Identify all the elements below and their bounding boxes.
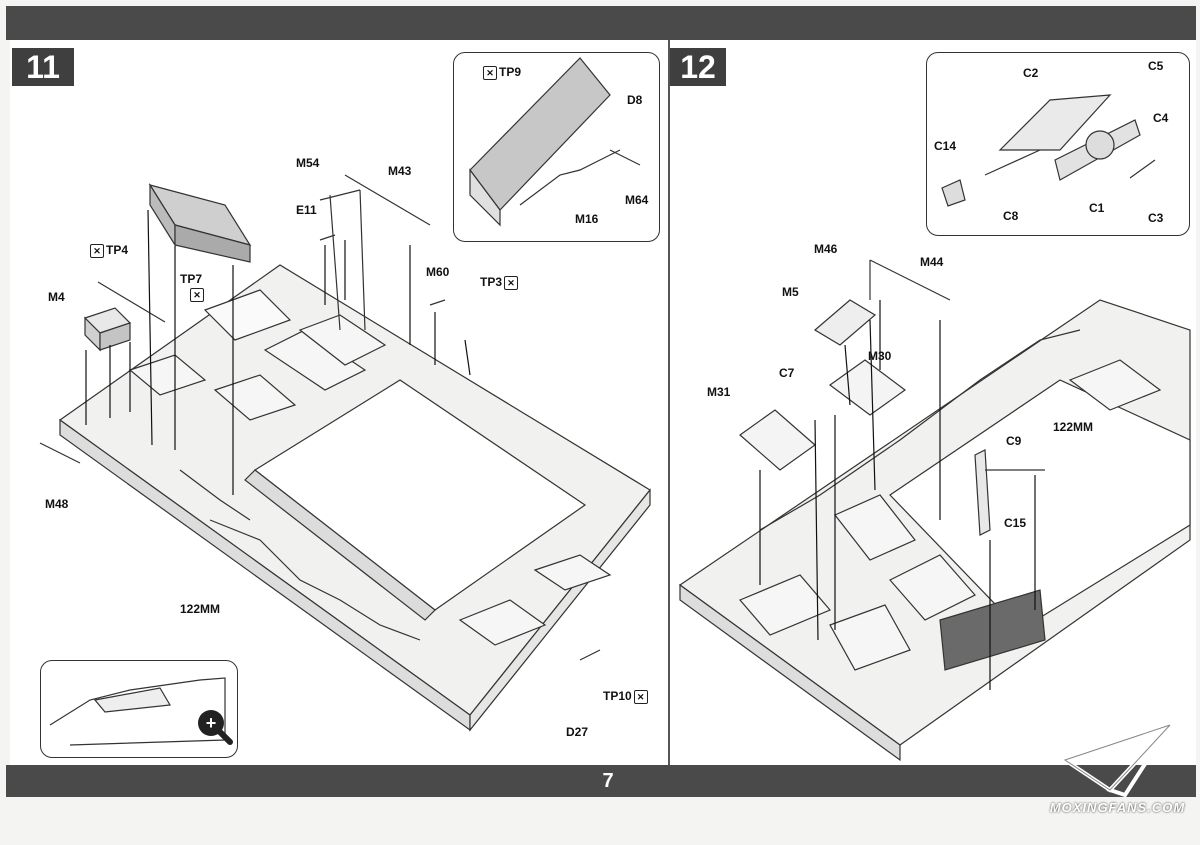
label-m46: M46 <box>814 242 838 256</box>
label-c8: C8 <box>1003 209 1019 223</box>
paper-plane-logo-icon <box>1060 723 1172 798</box>
label-tp10-text: TP10 <box>603 689 632 703</box>
bottom-bar <box>6 765 1196 797</box>
label-m64: M64 <box>625 193 649 207</box>
label-122mm-left: 122MM <box>180 602 221 616</box>
panel-divider <box>668 40 670 765</box>
label-m30: M30 <box>868 349 892 363</box>
label-c1: C1 <box>1089 201 1105 215</box>
label-e11: E11 <box>296 203 317 217</box>
label-tp10: TP10✕ <box>603 689 650 704</box>
label-tp7-heart: ✕ <box>188 287 206 302</box>
label-c15: C15 <box>1004 516 1027 530</box>
label-tp9-text: TP9 <box>499 65 522 79</box>
label-d27: D27 <box>566 725 589 739</box>
label-tp4-text: TP4 <box>106 243 129 257</box>
heart-icon: ✕ <box>483 65 497 80</box>
inset-side-view <box>40 660 238 758</box>
label-tp7: TP7 <box>180 272 203 286</box>
watermark-text: MOXINGFANS.COM <box>1049 800 1186 815</box>
step-number-11: 11 <box>12 48 74 86</box>
page-number: 7 <box>602 770 614 792</box>
label-tp9: ✕TP9 <box>481 65 521 80</box>
label-m48: M48 <box>45 497 69 511</box>
label-c7: C7 <box>779 366 795 380</box>
top-bar <box>6 6 1196 40</box>
label-c2: C2 <box>1023 66 1039 80</box>
label-c14: C14 <box>934 139 957 153</box>
heart-icon: ✕ <box>633 689 648 704</box>
label-c9: C9 <box>1006 434 1022 448</box>
heart-icon: ✕ <box>90 243 104 258</box>
label-m43: M43 <box>388 164 412 178</box>
label-m5: M5 <box>782 285 799 299</box>
magnify-icon: + <box>198 710 233 745</box>
heart-icon: ✕ <box>190 287 204 302</box>
label-m54: M54 <box>296 156 320 170</box>
heart-icon: ✕ <box>504 275 519 290</box>
label-m16: M16 <box>575 212 599 226</box>
label-122mm-right: 122MM <box>1053 420 1094 434</box>
label-c3: C3 <box>1148 211 1164 225</box>
magnify-plus: + <box>206 713 217 733</box>
label-tp4: ✕TP4 <box>88 243 128 258</box>
label-tp3: TP3✕ <box>480 275 520 290</box>
label-m44: M44 <box>920 255 944 269</box>
label-c4: C4 <box>1153 111 1169 125</box>
step-number-12: 12 <box>670 48 726 86</box>
label-m60: M60 <box>426 265 450 279</box>
label-c5: C5 <box>1148 59 1164 73</box>
label-m31: M31 <box>707 385 731 399</box>
label-d8: D8 <box>627 93 643 107</box>
label-m4: M4 <box>48 290 65 304</box>
label-tp3-text: TP3 <box>480 275 503 289</box>
